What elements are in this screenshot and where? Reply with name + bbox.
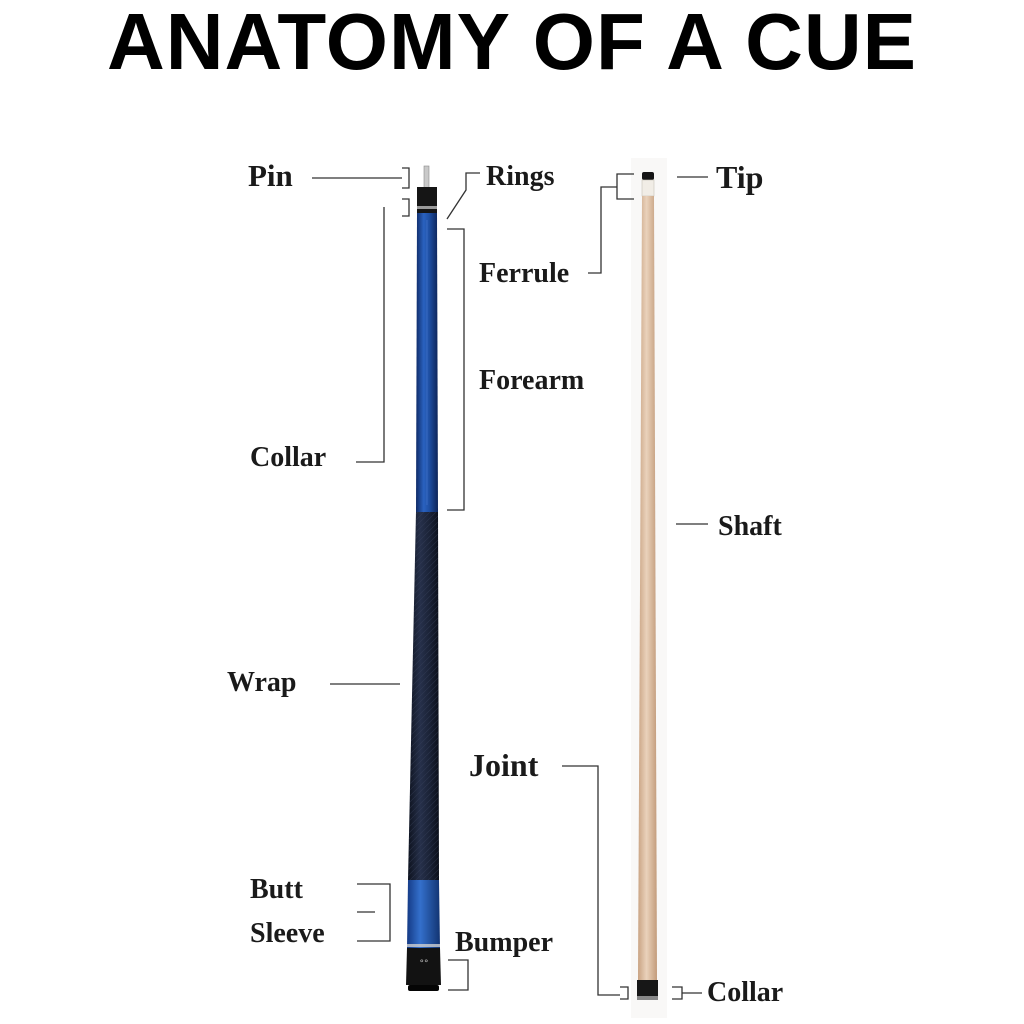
svg-text:°°: °°: [420, 959, 429, 969]
label-ferrule: Ferrule: [479, 258, 569, 289]
cue-butt: °°: [406, 165, 441, 991]
label-collar-shaft: Collar: [707, 977, 783, 1008]
label-collar-butt: Collar: [250, 442, 326, 473]
label-joint: Joint: [469, 747, 539, 783]
label-shaft: Shaft: [718, 511, 782, 542]
label-wrap: Wrap: [227, 667, 297, 698]
shaft-body: [638, 196, 657, 980]
label-bumper: Bumper: [455, 927, 553, 958]
shaft-tip: [642, 172, 654, 180]
label-pin: Pin: [248, 158, 293, 193]
butt-collar: [417, 187, 437, 213]
shaft-collar: [637, 980, 658, 996]
label-forearm: Forearm: [479, 365, 584, 396]
butt-cap: [406, 948, 441, 985]
butt-rings: [417, 206, 437, 209]
page-title: ANATOMY OF A CUE: [106, 0, 918, 86]
leader-lines: [312, 167, 708, 1000]
bumper: [408, 985, 439, 991]
labels: Pin Rings Ferrule Forearm Collar Wrap Bu…: [227, 158, 783, 1008]
cue-shaft: [631, 158, 667, 1018]
butt-sleeve: [407, 880, 440, 948]
shaft-ferrule: [641, 179, 655, 197]
label-butt-sleeve-line1: Butt: [250, 874, 304, 905]
label-tip: Tip: [716, 159, 763, 195]
pin: [423, 165, 430, 189]
label-rings: Rings: [486, 161, 555, 192]
label-butt-sleeve-line2: Sleeve: [250, 918, 325, 949]
